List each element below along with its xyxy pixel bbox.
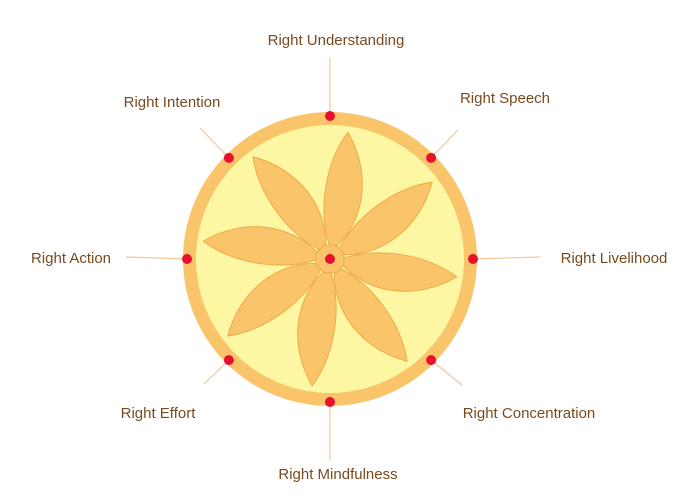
connector-line-right-livelihood (472, 256, 541, 260)
petal (227, 262, 325, 337)
connector-line-right-effort (203, 359, 230, 385)
petals (202, 131, 458, 387)
connector-line-right-intention (199, 127, 230, 159)
label-right-action: Right Action (31, 250, 111, 267)
label-right-effort: Right Effort (121, 405, 197, 422)
petal (297, 266, 337, 387)
rim-dot-right-effort (223, 355, 234, 366)
connector-lines (125, 58, 541, 460)
connector-line-right-speech (430, 129, 459, 159)
rim-dot-right-speech (426, 152, 437, 163)
connector-line-right-action (125, 256, 188, 260)
rim-dot-right-livelihood (468, 254, 478, 264)
petal (333, 264, 408, 362)
petal (337, 252, 458, 292)
label-right-livelihood: Right Livelihood (561, 250, 668, 267)
rim-dot-right-intention (223, 152, 234, 163)
rim-dot-right-understanding (325, 111, 335, 121)
rim-dot-right-concentration (426, 355, 437, 366)
label-right-concentration: Right Concentration (463, 405, 596, 422)
rim-dot-right-action (182, 254, 192, 264)
connector-line-right-concentration (430, 359, 463, 386)
petal (202, 226, 323, 266)
spoke-labels: Right Understanding Right Speech Right L… (31, 32, 667, 483)
label-right-understanding: Right Understanding (268, 32, 405, 49)
rim-dots (182, 111, 478, 407)
rim-dot-right-mindfulness (325, 397, 335, 407)
petal (323, 131, 363, 252)
petal (252, 156, 327, 254)
label-right-intention: Right Intention (124, 94, 221, 111)
petal (335, 181, 433, 256)
label-right-mindfulness: Right Mindfulness (278, 466, 397, 483)
hub-dot (325, 254, 335, 264)
label-right-speech: Right Speech (460, 90, 550, 107)
